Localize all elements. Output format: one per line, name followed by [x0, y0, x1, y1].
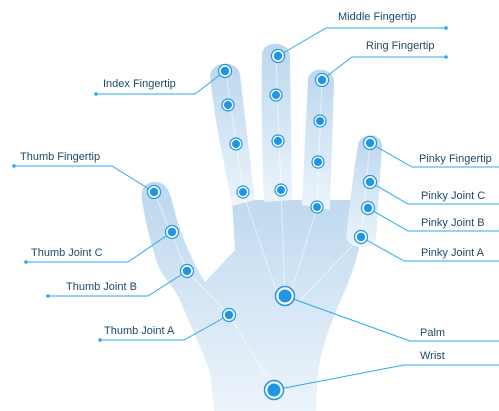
palm-marker	[276, 287, 295, 306]
label-thumb-joint-b: Thumb Joint B	[66, 281, 137, 294]
label-ring-fingertip: Ring Fingertip	[366, 40, 434, 53]
leader-end-dot	[444, 26, 448, 30]
index-joint-marker	[222, 99, 234, 111]
middle-joint-marker	[270, 89, 282, 101]
label-middle-fingertip: Middle Fingertip	[338, 11, 416, 24]
label-pinky-joint-a: Pinky Joint A	[421, 247, 484, 260]
ring-joint-marker	[314, 115, 326, 127]
thumb-joint-a-marker	[223, 309, 236, 322]
ring-joint-marker	[311, 201, 323, 213]
index-joint-marker	[230, 138, 242, 150]
middle-fingertip-marker	[272, 50, 285, 63]
leader-thumb-fingertip	[14, 166, 154, 192]
pinky-joint-c-marker	[364, 176, 377, 189]
index-joint-marker	[237, 186, 249, 198]
leader-end-dot	[12, 164, 16, 168]
index-finger-shape	[210, 64, 255, 206]
pinky-joint-a-marker	[355, 231, 368, 244]
leader-end-dot	[46, 294, 50, 298]
hand-silhouette	[142, 44, 382, 411]
label-pinky-fingertip: Pinky Fingertip	[419, 153, 492, 166]
thumb-joint-b-marker	[181, 265, 194, 278]
thumb-joint-c-marker	[166, 226, 179, 239]
leader-end-dot	[98, 338, 102, 342]
leader-ring-fingertip	[322, 57, 446, 80]
leader-end-dot	[94, 92, 98, 96]
label-pinky-joint-c: Pinky Joint C	[421, 190, 485, 203]
label-index-fingertip: Index Fingertip	[103, 78, 176, 91]
label-palm: Palm	[420, 327, 445, 340]
label-wrist: Wrist	[420, 350, 445, 363]
pinky-fingertip-marker	[364, 137, 377, 150]
label-thumb-joint-c: Thumb Joint C	[31, 247, 103, 260]
middle-joint-marker	[272, 135, 284, 147]
index-fingertip-marker	[219, 65, 232, 78]
leader-end-dot	[444, 55, 448, 59]
leader-end-dot	[24, 260, 28, 264]
palm-shape	[142, 182, 363, 411]
wrist-marker	[265, 381, 284, 400]
ring-fingertip-marker	[316, 74, 329, 87]
label-thumb-fingertip: Thumb Fingertip	[20, 151, 100, 164]
pinky-joint-b-marker	[362, 202, 375, 215]
label-thumb-joint-a: Thumb Joint A	[104, 325, 174, 338]
label-pinky-joint-b: Pinky Joint B	[421, 217, 485, 230]
middle-joint-marker	[275, 184, 287, 196]
ring-joint-marker	[312, 156, 324, 168]
thumb-fingertip-marker	[148, 186, 161, 199]
pinky-finger-shape	[346, 135, 382, 247]
